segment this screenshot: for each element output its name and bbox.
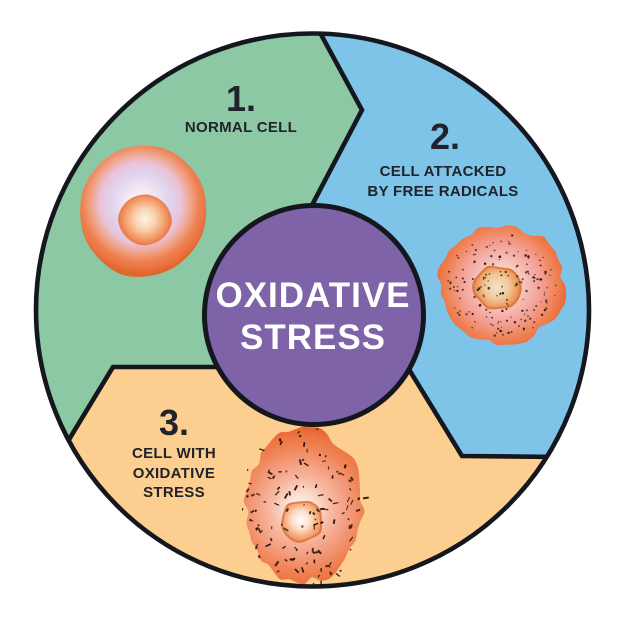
center-title-line-2: STRESS	[240, 318, 386, 357]
divider-arrow-1-to-2	[297, 33, 365, 230]
center-title-line-1: OXIDATIVE	[215, 276, 410, 315]
section-3-label-line-1: CELL WITH	[132, 445, 216, 462]
attacked-cell-illustration	[437, 225, 567, 346]
section-1-label: NORMAL CELL	[185, 119, 297, 136]
section-3-label-line-3: STRESS	[143, 484, 205, 501]
section-2-label-line-1: CELL ATTACKED	[380, 163, 507, 180]
divider-arrow-2-to-3	[400, 356, 561, 460]
outer-ring	[33, 31, 592, 589]
section-2-label-line-2: BY FREE RADICALS	[367, 183, 518, 200]
section-1-number: 1.	[226, 78, 256, 119]
free-radical-speckles	[447, 234, 557, 337]
section-3-number: 3.	[159, 402, 189, 443]
stressed-cell-nucleus	[280, 500, 323, 543]
stressed-cell-illustration	[241, 421, 369, 587]
section-2-number: 2.	[430, 116, 460, 157]
center-circle	[202, 203, 426, 427]
normal-cell-illustration	[80, 145, 207, 277]
normal-cell-nucleus	[117, 194, 173, 246]
divider-arrow-3-boundary	[60, 364, 235, 453]
section-3-label-line-2: OXIDATIVE	[133, 465, 215, 482]
